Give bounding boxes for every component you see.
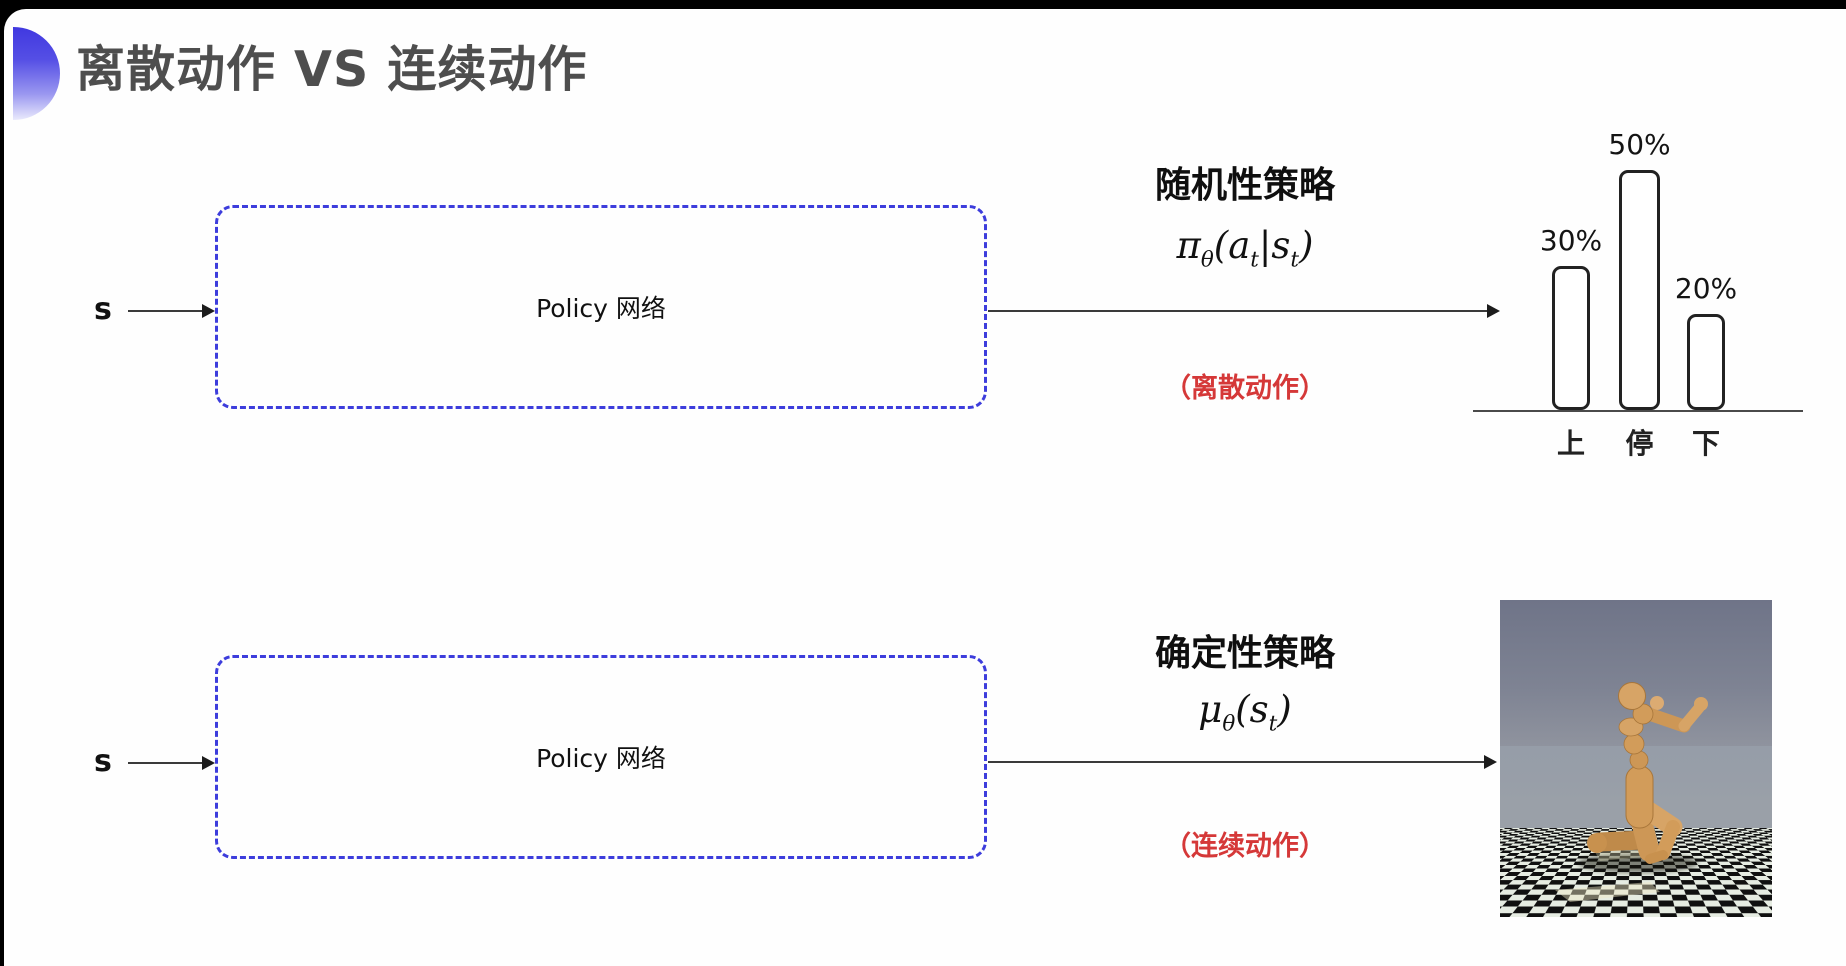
bar-stop	[1619, 170, 1660, 410]
humanoid-simulation-image	[1500, 600, 1772, 917]
formula-a: a	[1228, 224, 1251, 267]
formula-t-sub: t	[1268, 711, 1278, 737]
state-input-label-top: s	[94, 292, 112, 327]
arrow-state-to-policy-bottom	[128, 756, 215, 770]
formula-paren: (	[1235, 688, 1250, 731]
arrow-state-to-policy-top	[128, 304, 215, 318]
arrow-policy-to-output-bottom	[988, 755, 1497, 769]
formula-mu: μ	[1198, 688, 1223, 731]
policy-network-box-bottom: Policy 网络	[215, 655, 987, 859]
humanoid-robot-figure	[1555, 682, 1708, 902]
continuous-action-note: （连续动作）	[1164, 831, 1326, 862]
formula-paren-close: )	[1299, 224, 1314, 267]
stochastic-policy-title: 随机性策略	[1154, 165, 1335, 206]
policy-network-box-top: Policy 网络	[215, 205, 987, 409]
chart-baseline	[1473, 410, 1803, 412]
deterministic-policy-title: 确定性策略	[1154, 633, 1335, 674]
formula-paren: (	[1213, 224, 1229, 267]
state-input-label-bottom: s	[94, 744, 112, 779]
slide-title: 离散动作 VS 连续动作	[76, 41, 588, 98]
category-label-down: 下	[1691, 427, 1720, 460]
stochastic-policy-formula: πθ(at|st)	[1080, 224, 1410, 272]
deterministic-policy-formula: μθ(st)	[1080, 688, 1410, 736]
formula-s: s	[1249, 688, 1269, 731]
formula-bar: |	[1258, 224, 1272, 267]
formula-t-sub2: t	[1290, 247, 1300, 273]
category-label-stop: 停	[1625, 427, 1654, 460]
arrow-policy-to-output-top	[988, 304, 1500, 318]
policy-network-label-top: Policy 网络	[536, 294, 666, 323]
formula-t-sub: t	[1250, 247, 1259, 273]
category-label-up: 上	[1556, 427, 1585, 460]
formula-paren-close: )	[1277, 688, 1292, 731]
discrete-action-note: （离散动作）	[1164, 373, 1326, 404]
bar-value-label-stop: 50%	[1608, 128, 1671, 161]
bar-up	[1552, 266, 1590, 410]
formula-pi: π	[1176, 224, 1201, 267]
policy-network-label-bottom: Policy 网络	[536, 744, 666, 773]
bar-value-label-up: 30%	[1539, 224, 1603, 257]
bar-value-label-down: 20%	[1674, 272, 1738, 305]
action-probability-chart: 30% 50% 20% 上 停 下	[1473, 108, 1805, 474]
formula-s: s	[1271, 224, 1291, 267]
bar-down	[1687, 314, 1725, 410]
formula-theta-sub: θ	[1200, 247, 1214, 273]
formula-theta-sub: θ	[1222, 711, 1236, 737]
